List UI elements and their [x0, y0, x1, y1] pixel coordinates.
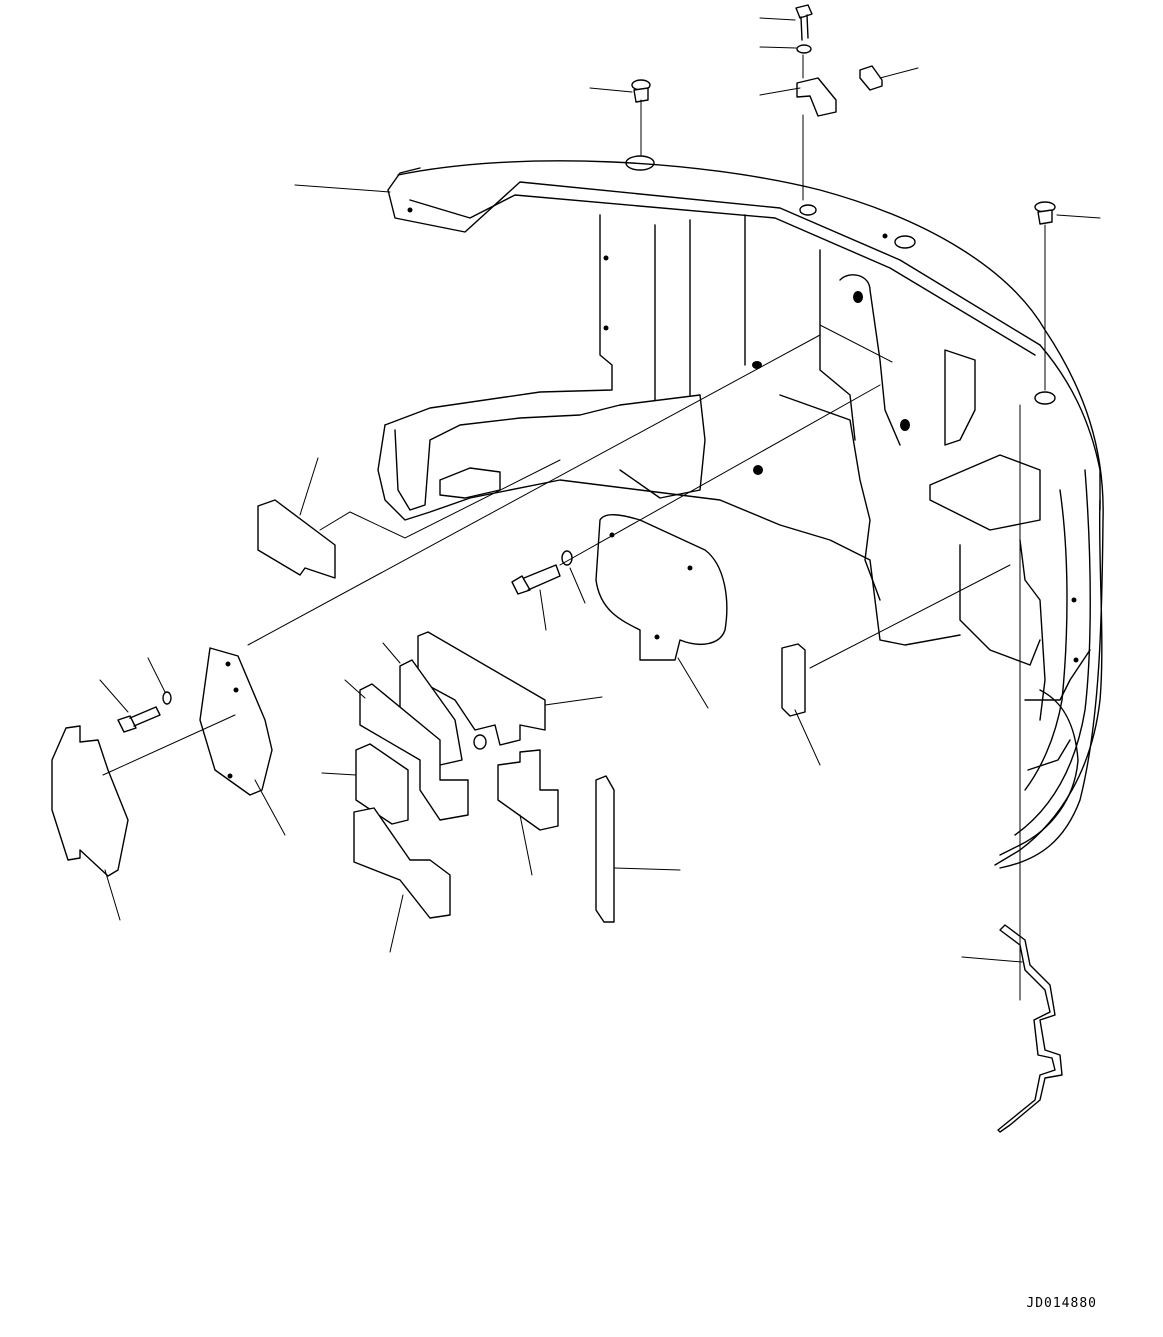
wire-bracket	[998, 925, 1062, 1132]
curved-step-plate	[354, 808, 450, 918]
guide-lines	[103, 55, 1045, 1000]
middle-bolt	[512, 565, 560, 594]
outer-left-plate	[52, 726, 128, 876]
square-block	[356, 744, 408, 824]
large-rounded-plate	[596, 515, 727, 660]
top-bolt	[796, 5, 812, 40]
inner-left-plate	[200, 648, 272, 795]
counterweight-body	[378, 156, 1103, 868]
step-plate-right	[498, 750, 558, 830]
vertical-bar	[596, 776, 614, 922]
left-small-plate	[258, 500, 335, 578]
drawing-code: JD014880	[1026, 1296, 1097, 1311]
right-plug	[1035, 202, 1055, 224]
top-spacer-plate	[860, 66, 882, 90]
left-bolt	[118, 707, 160, 732]
middle-plate-with-hole	[418, 632, 545, 749]
left-washer	[163, 692, 171, 704]
step-plate-upper	[360, 684, 468, 820]
leader-lines	[100, 18, 1100, 962]
top-left-plug	[632, 80, 650, 102]
top-bracket	[797, 78, 836, 116]
small-block	[782, 644, 805, 716]
top-washer	[797, 45, 811, 53]
